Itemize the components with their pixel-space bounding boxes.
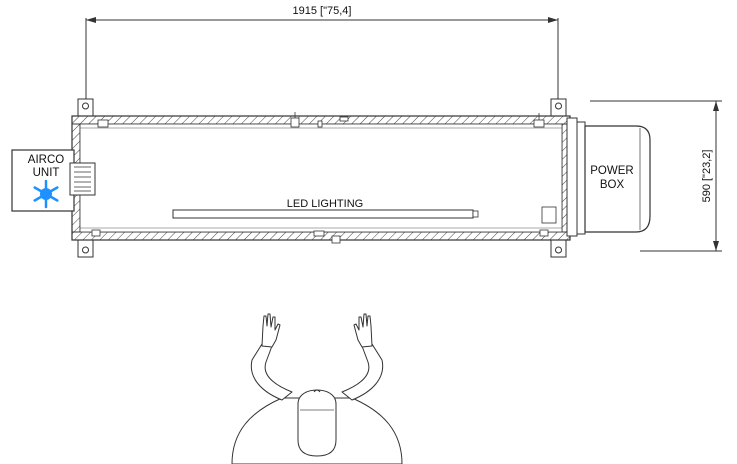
power-box-body bbox=[584, 125, 651, 233]
power-label-line2: BOX bbox=[600, 179, 625, 191]
airco-label-line2: UNIT bbox=[33, 167, 60, 179]
width-dimension bbox=[85, 17, 559, 100]
enclosure bbox=[71, 112, 571, 244]
power-label-line1: POWER bbox=[590, 165, 633, 177]
width-dimension-label: 1915 ["75,4] bbox=[293, 5, 352, 17]
height-dimension bbox=[590, 100, 722, 252]
bracket-top-right bbox=[550, 98, 567, 117]
operator-left-hand bbox=[261, 313, 281, 348]
bottom-fittings bbox=[91, 229, 549, 244]
airco-unit-body bbox=[11, 149, 75, 212]
operator-right-arm bbox=[341, 343, 384, 401]
power-box bbox=[566, 117, 651, 237]
operator-head bbox=[297, 389, 337, 457]
led-strip bbox=[172, 209, 479, 219]
led-lighting-label: LED LIGHTING bbox=[287, 198, 363, 210]
operator-figure bbox=[231, 313, 403, 464]
operator-left-arm bbox=[250, 343, 293, 401]
top-fittings bbox=[97, 112, 545, 128]
airco-connector bbox=[69, 162, 96, 196]
arrow-down-icon bbox=[713, 241, 719, 251]
arrow-up-icon bbox=[713, 101, 719, 111]
arrow-left-icon bbox=[86, 17, 96, 23]
bracket-bottom-left bbox=[77, 239, 94, 258]
bracket-top-left bbox=[77, 98, 94, 117]
interior-junction-box bbox=[541, 206, 557, 224]
operator-right-hand bbox=[353, 313, 373, 348]
height-dimension-label: 590 ["23,2] bbox=[701, 150, 713, 203]
snowflake-icon bbox=[33, 179, 59, 209]
arrow-right-icon bbox=[548, 17, 558, 23]
airco-label-line1: AIRCO bbox=[28, 154, 64, 166]
mounting-brackets bbox=[77, 98, 567, 258]
airco-vent-grille bbox=[74, 166, 91, 192]
airco-unit bbox=[11, 149, 96, 212]
bracket-bottom-right bbox=[550, 239, 567, 258]
